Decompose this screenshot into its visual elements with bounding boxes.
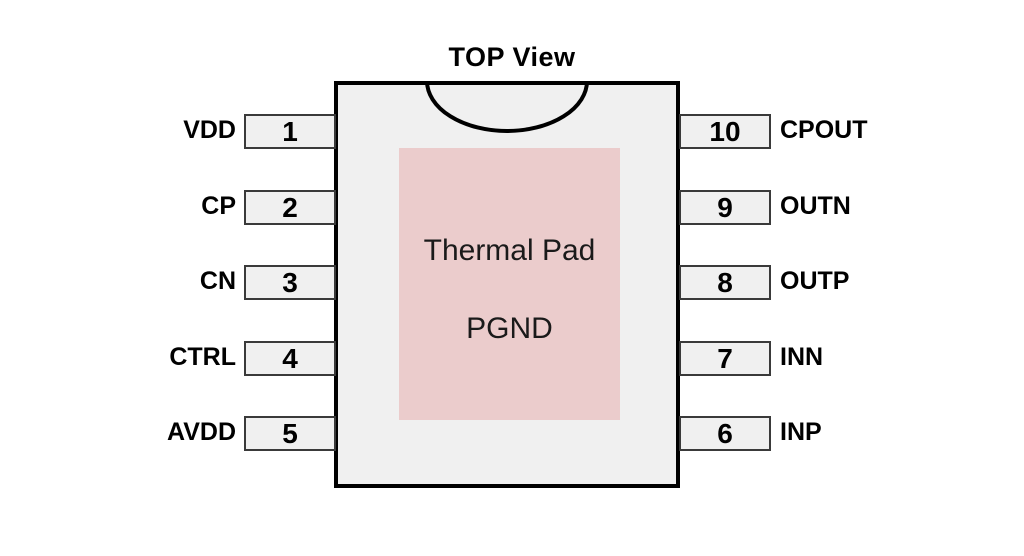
pin-box-1[interactable]: 1 bbox=[244, 114, 336, 149]
pin-box-8[interactable]: 8 bbox=[679, 265, 771, 300]
pin-box-5[interactable]: 5 bbox=[244, 416, 336, 451]
page-title: TOP View bbox=[448, 42, 576, 72]
pin-label-vdd: VDD bbox=[183, 116, 236, 144]
pin-box-7[interactable]: 7 bbox=[679, 341, 771, 376]
pin-box-3[interactable]: 3 bbox=[244, 265, 336, 300]
pin-label-outn: OUTN bbox=[780, 192, 851, 220]
pin-label-cn: CN bbox=[199, 267, 236, 295]
pin-label-outp: OUTP bbox=[780, 267, 850, 295]
pin-box-10[interactable]: 10 bbox=[679, 114, 771, 149]
pin-label-inp: INP bbox=[780, 418, 822, 446]
pin-label-avdd: AVDD bbox=[167, 418, 236, 446]
pin-box-9[interactable]: 9 bbox=[679, 190, 771, 225]
pin-box-6[interactable]: 6 bbox=[679, 416, 771, 451]
thermal-pad-net-label: PGND bbox=[466, 312, 553, 345]
pin-label-inn: INN bbox=[780, 343, 824, 371]
pin-label-ctrl: CTRL bbox=[169, 343, 236, 371]
thermal-pad-label: Thermal Pad bbox=[423, 234, 596, 267]
thermal-pad: Thermal Pad PGND bbox=[399, 148, 620, 420]
pin-label-cp: CP bbox=[201, 192, 236, 220]
pin-box-2[interactable]: 2 bbox=[244, 190, 336, 225]
pin-label-cpout: CPOUT bbox=[780, 116, 868, 144]
pin-box-4[interactable]: 4 bbox=[244, 341, 336, 376]
